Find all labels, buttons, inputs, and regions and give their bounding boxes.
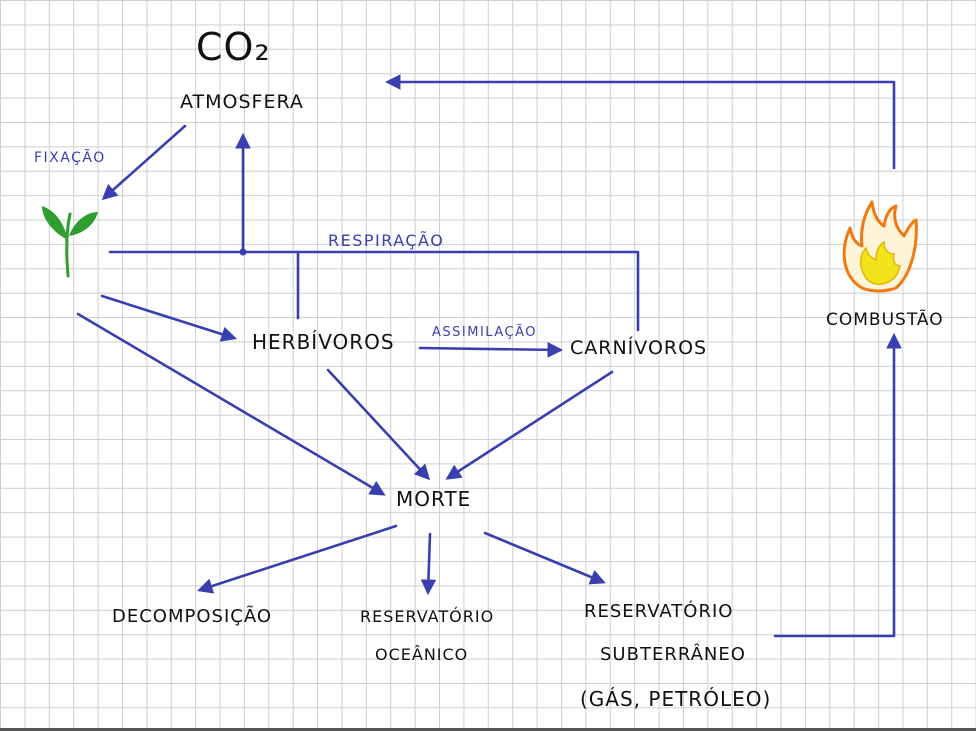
arrow-herbivores-to-carnivores xyxy=(418,342,564,358)
arrow-plant-to-death xyxy=(76,312,386,496)
arrow-combustion-to-atmosphere xyxy=(384,74,896,170)
herbivores-label: HERBÍVOROS xyxy=(252,330,395,354)
arrow-underground-to-combustion xyxy=(773,332,902,638)
sprout-icon xyxy=(42,206,98,278)
arrow-herbivores-to-death xyxy=(326,368,431,481)
ocean-reservoir-label-line2: OCEÂNICO xyxy=(375,645,468,664)
assimilation-label: ASSIMILAÇÃO xyxy=(432,324,537,340)
ocean-reservoir-label-line1: RESERVATÓRIO xyxy=(360,607,494,626)
carnivores-label: CARNÍVOROS xyxy=(570,336,707,359)
underground-reservoir-label-line3: (GÁS, PETRÓLEO) xyxy=(580,687,771,711)
arrow-death-to-ocean xyxy=(420,532,437,596)
co2-label: CO₂ xyxy=(196,25,271,69)
bottom-border xyxy=(0,728,976,731)
combustion-label: COMBUSTÃO xyxy=(826,308,944,330)
respiration-line xyxy=(108,250,640,332)
fire-icon xyxy=(842,200,918,293)
fixation-label: FIXAÇÃO xyxy=(34,149,106,166)
decomposition-label: DECOMPOSIÇÃO xyxy=(112,605,272,627)
underground-reservoir-label-line1: RESERVATÓRIO xyxy=(584,600,733,622)
arrow-plant-to-herbivores xyxy=(100,294,237,342)
arrow-carnivores-to-death xyxy=(445,370,614,480)
atmosphere-label: ATMOSFERA xyxy=(180,91,304,113)
junction-dot xyxy=(239,248,247,256)
arrow-death-to-underground xyxy=(483,531,606,585)
underground-reservoir-label-line2: SUBTERRÂNEO xyxy=(600,643,746,665)
arrow-atmosphere-to-plant xyxy=(101,124,187,201)
death-label: MORTE xyxy=(396,487,471,511)
arrow-death-to-decomposition xyxy=(197,524,398,594)
respiration-label: RESPIRAÇÃO xyxy=(328,231,444,250)
